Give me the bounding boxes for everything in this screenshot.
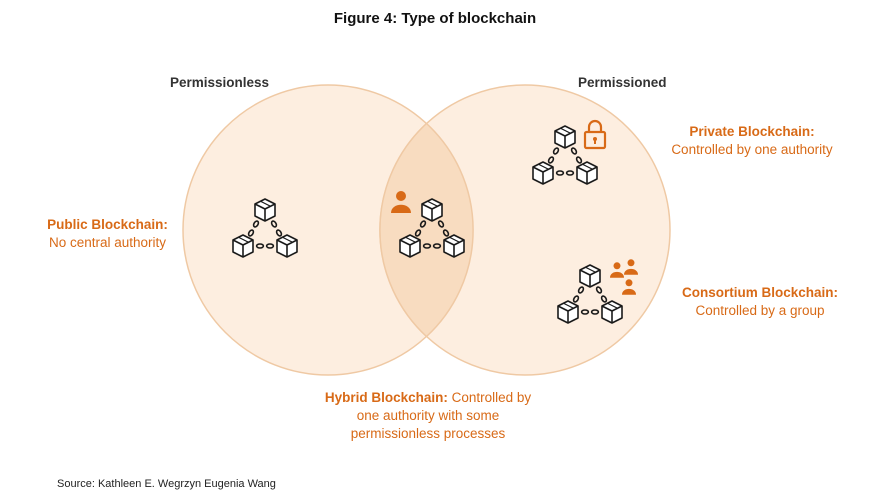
- hybrid-blockchain-name: Hybrid Blockchain:: [324, 390, 448, 405]
- hybrid-blockchain-annotation: Hybrid Blockchain: Controlled by one aut…: [298, 389, 558, 443]
- hybrid-overlap: [379, 122, 474, 338]
- public-blockchain-name: Public Blockchain:: [47, 217, 168, 232]
- permissionless-label: Permissionless: [170, 75, 270, 90]
- consortium-blockchain-annotation: Consortium Blockchain: Controlled by a g…: [660, 284, 860, 320]
- hybrid-blockchain-desc-2: one authority with some: [356, 408, 500, 423]
- consortium-blockchain-name: Consortium Blockchain:: [681, 285, 838, 300]
- private-blockchain-desc: Controlled by one authority: [671, 142, 833, 157]
- consortium-blockchain-desc: Controlled by a group: [695, 303, 825, 318]
- lock-icon: [583, 119, 607, 150]
- public-blockchain-desc: No central authority: [48, 235, 167, 250]
- figure-title: Figure 4: Type of blockchain: [333, 10, 537, 27]
- private-blockchain-annotation: Private Blockchain: Controlled by one au…: [652, 123, 852, 159]
- permissioned-label: Permissioned: [578, 75, 667, 90]
- private-blockchain-name: Private Blockchain:: [689, 124, 815, 139]
- hybrid-blockchain-desc-1: Controlled by: [447, 390, 532, 405]
- source-note: Source: Kathleen E. Wegrzyn Eugenia Wang: [57, 478, 276, 490]
- hybrid-blockchain-desc-3: permissionless processes: [350, 426, 506, 441]
- public-blockchain-annotation: Public Blockchain: No central authority: [20, 216, 195, 252]
